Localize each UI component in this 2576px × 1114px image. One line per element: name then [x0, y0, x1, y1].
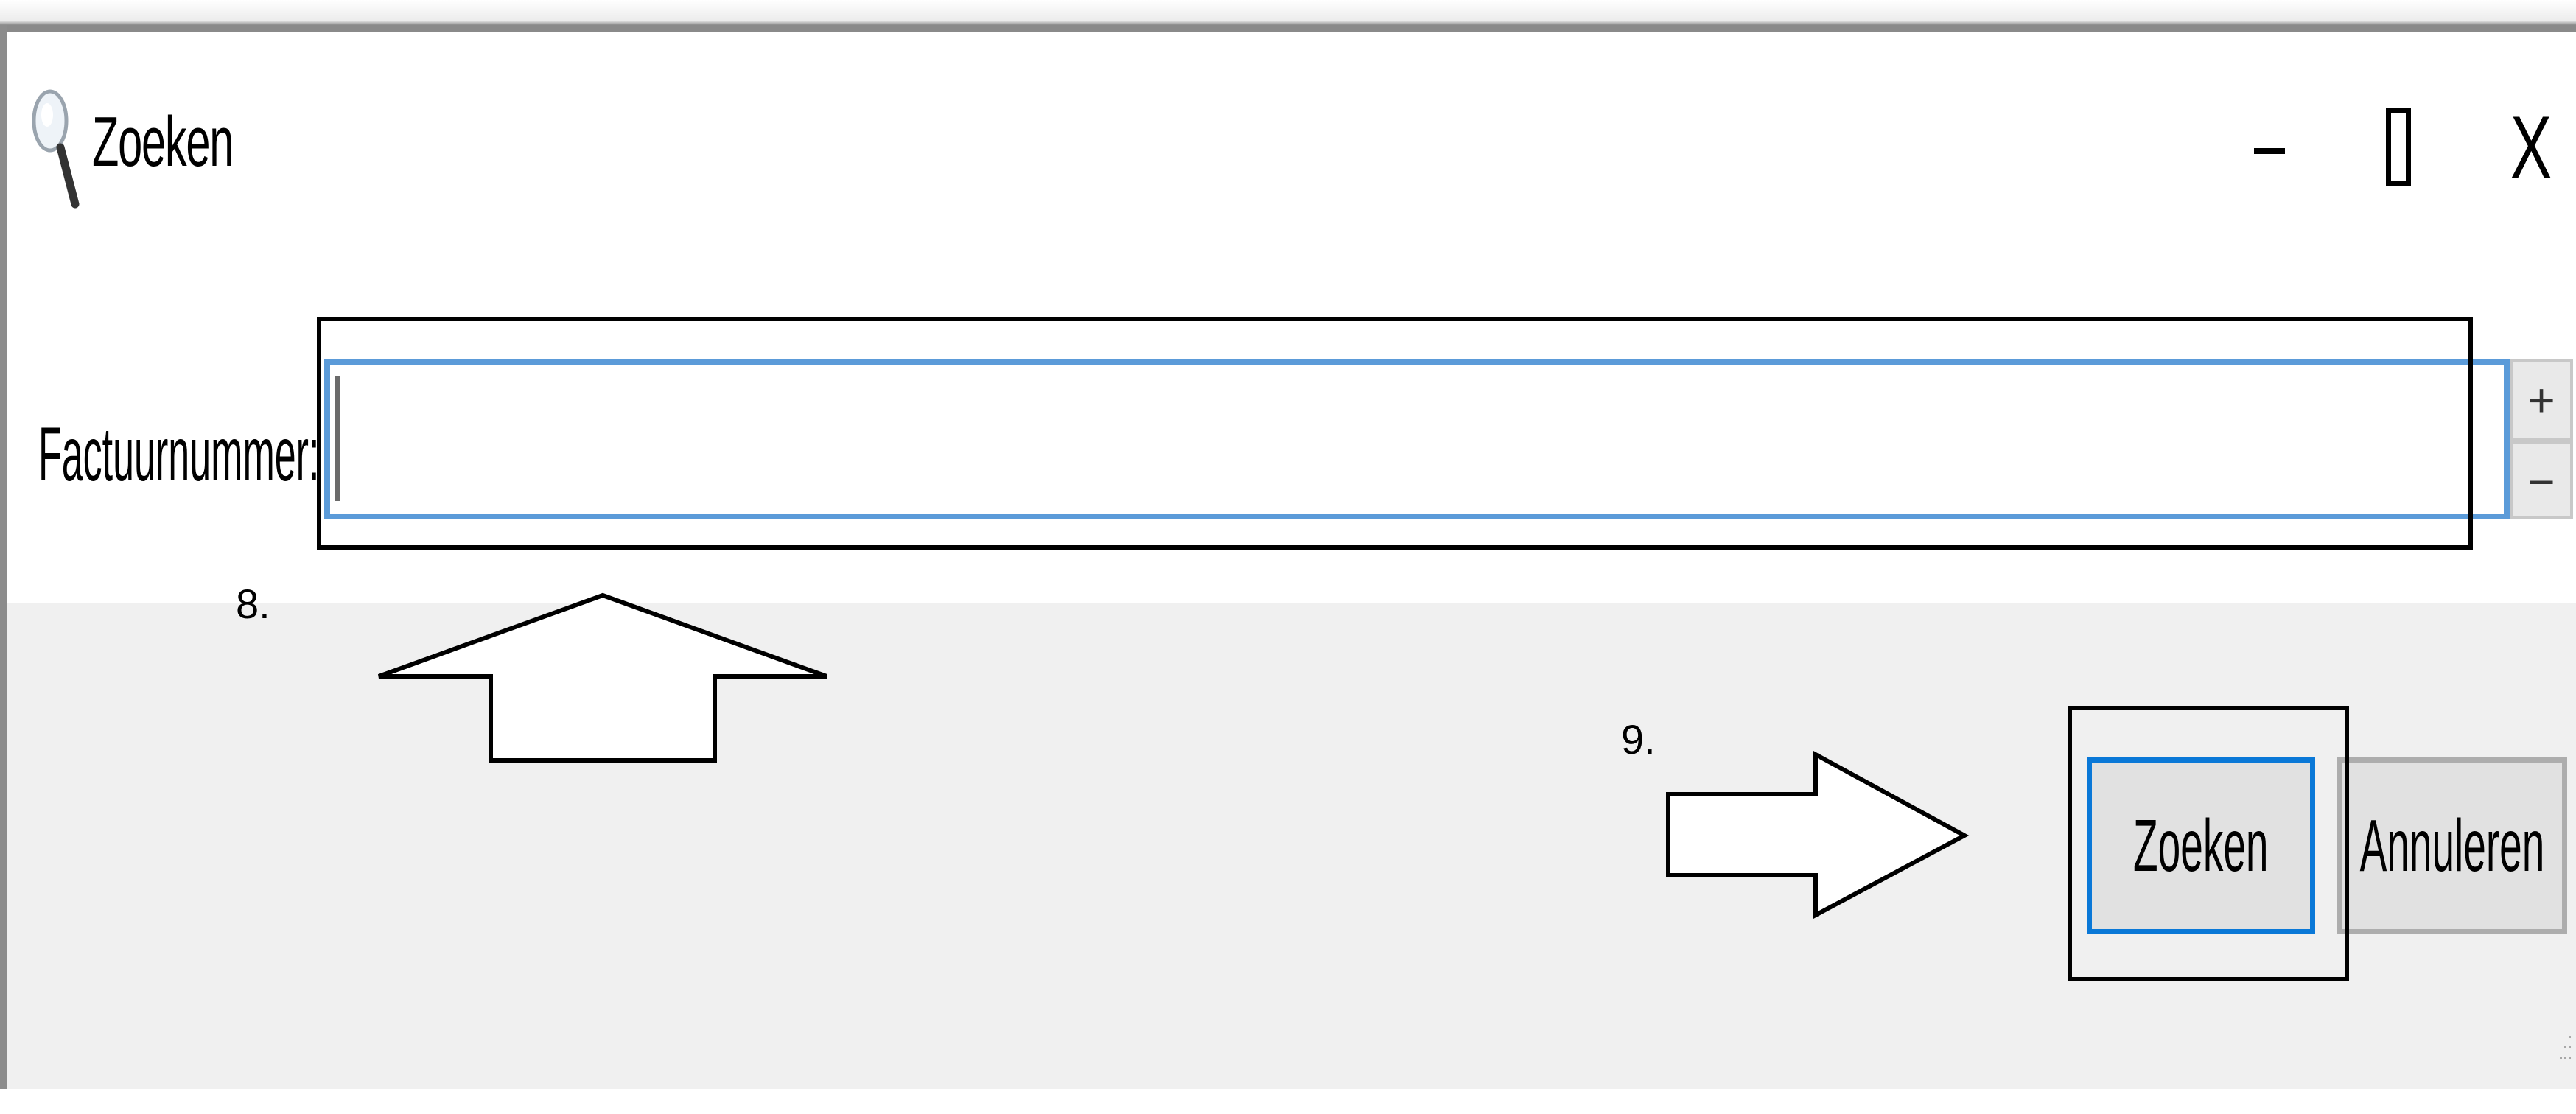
window-left-edge — [0, 25, 7, 1092]
cancel-button-label: Annuleren — [2359, 804, 2545, 887]
title-bar[interactable] — [7, 32, 2576, 253]
annotation-box-input — [317, 317, 2473, 550]
resize-grip-icon[interactable] — [2558, 1031, 2573, 1076]
maximize-icon — [2386, 108, 2411, 186]
invoice-number-spinner[interactable]: + − — [2510, 359, 2573, 519]
minimize-icon — [2254, 148, 2285, 154]
maximize-button[interactable] — [2358, 103, 2439, 192]
annotation-step-8: 8. — [236, 581, 270, 627]
search-button[interactable]: Zoeken — [2087, 757, 2315, 934]
arrow-up-icon — [377, 592, 828, 763]
annotation-step-9: 9. — [1621, 716, 1656, 763]
arrow-right-icon — [1666, 750, 1970, 919]
text-caret — [335, 376, 340, 501]
search-button-label: Zoeken — [2133, 804, 2269, 887]
annotation-box-button — [2068, 706, 2349, 981]
magnifier-icon — [32, 89, 80, 209]
close-button[interactable]: X — [2510, 98, 2552, 197]
invoice-number-input[interactable] — [324, 359, 2510, 519]
invoice-number-label: Factuurnummer: — [38, 412, 320, 497]
window-top-edge — [0, 0, 2576, 32]
screenshot-bottom-edge — [0, 1089, 2576, 1114]
minimize-button[interactable] — [2233, 111, 2306, 192]
window-title: Zoeken — [92, 102, 234, 181]
spin-up-button[interactable]: + — [2513, 362, 2570, 444]
cancel-button[interactable]: Annuleren — [2337, 757, 2567, 934]
spin-down-button[interactable]: − — [2527, 455, 2555, 508]
